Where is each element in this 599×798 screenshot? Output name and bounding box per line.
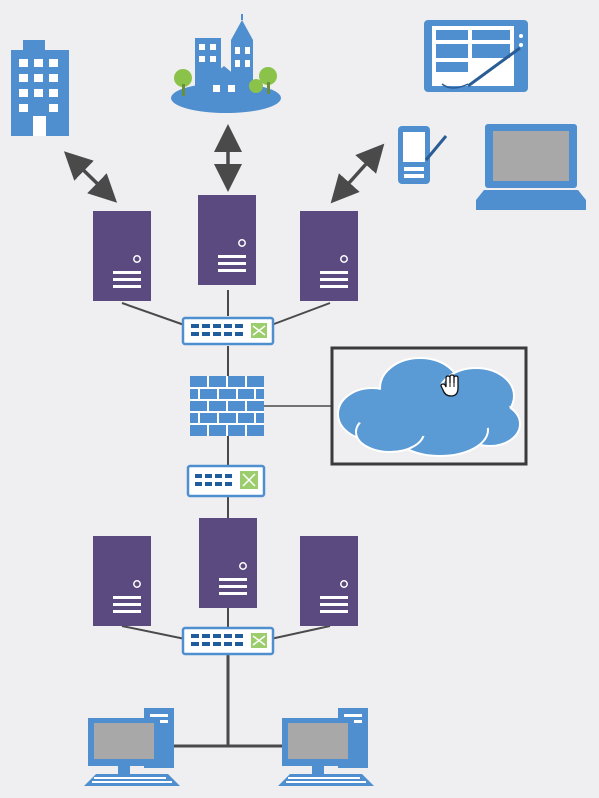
server-icon [299, 535, 359, 627]
server-icon [197, 194, 257, 286]
link-server-d-switch [121, 625, 191, 641]
office-building-icon [11, 40, 69, 136]
pda-icon [398, 126, 448, 184]
city-icon [171, 14, 281, 113]
network-switch-icon [181, 316, 275, 346]
arrow-mobile-server [330, 143, 385, 204]
server-icon [92, 535, 152, 627]
network-switch-icon [181, 626, 275, 656]
tablet-icon [424, 20, 528, 92]
laptop-icon [476, 124, 586, 210]
connection-lines [121, 290, 332, 748]
network-switch-icon [186, 464, 266, 498]
server-icon [92, 210, 152, 302]
server-icon [299, 210, 359, 302]
server-icon [198, 517, 258, 609]
desktop-computer-icon [278, 708, 374, 786]
hand-cursor-icon[interactable] [440, 374, 462, 398]
firewall-icon [190, 376, 264, 436]
link-server-c-switch [265, 302, 331, 328]
arrow-building-server [63, 151, 118, 203]
arrows [63, 124, 385, 204]
link-server-f-switch [265, 625, 331, 641]
desktop-computer-icon [84, 708, 180, 786]
cloud-panel [330, 346, 528, 466]
link-server-a-switch [121, 302, 191, 328]
